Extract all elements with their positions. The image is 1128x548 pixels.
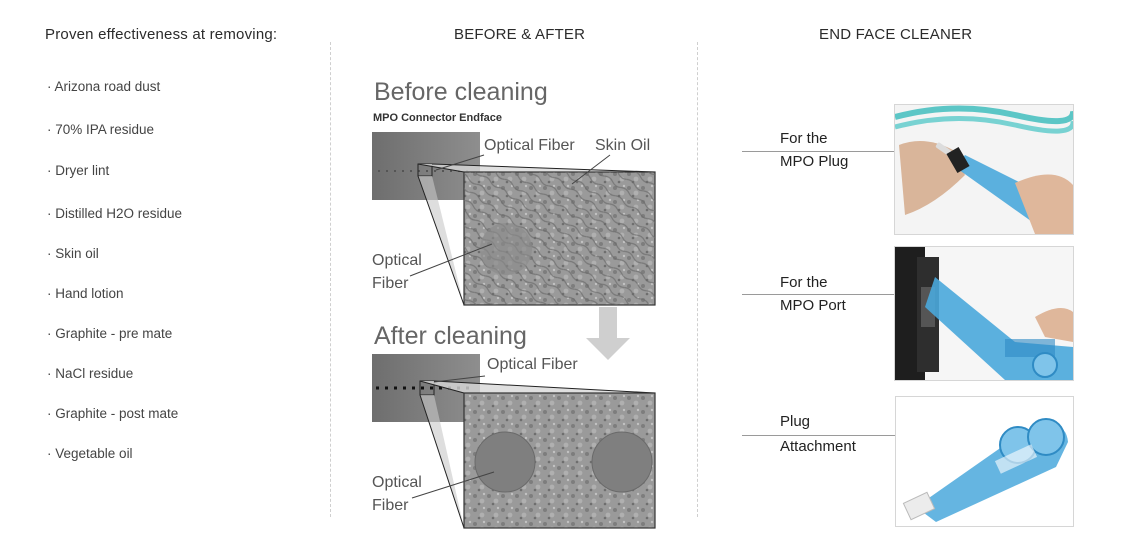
endface-comparison-figure: Before cleaning MPO Connector Endface Op…	[372, 78, 656, 529]
before-after-diagram: Before cleaning MPO Connector Endface Op…	[360, 72, 660, 532]
label-line-2: MPO Port	[780, 297, 846, 314]
list-item: · 70% IPA residue	[47, 122, 155, 137]
label-fiber: Fiber	[372, 497, 409, 514]
down-arrow-icon	[586, 307, 630, 360]
right-heading: END FACE CLEANER	[819, 26, 973, 43]
before-title: Before cleaning	[374, 78, 548, 106]
label-line-1: Plug	[780, 413, 811, 430]
optical-fiber-core	[480, 223, 532, 275]
plug-tip	[902, 491, 936, 521]
leader-line	[742, 294, 928, 295]
list-item: · Graphite - post mate	[47, 406, 179, 421]
plug-attachment-label: Plug Attachment	[780, 409, 856, 459]
list-item: · Vegetable oil	[47, 446, 133, 461]
label-fiber: Fiber	[372, 275, 409, 292]
mpo-plug-photo	[894, 104, 1074, 235]
list-item: · NaCl residue	[47, 366, 134, 381]
label-optical-fiber: Optical Fiber	[484, 137, 575, 154]
list-item: · Arizona road dust	[47, 79, 161, 94]
label-line-1: For the	[780, 130, 828, 147]
list-item: · Hand lotion	[47, 286, 124, 301]
finger	[1035, 308, 1073, 342]
column-divider	[697, 42, 698, 517]
hand	[899, 141, 965, 215]
optical-fiber-core	[474, 431, 536, 493]
fiber-cable	[895, 105, 1073, 125]
mpo-plug-label: For the MPO Plug	[780, 127, 848, 173]
before-subtitle: MPO Connector Endface	[373, 112, 502, 124]
label-optical: Optical	[372, 252, 422, 269]
list-item: · Graphite - pre mate	[47, 326, 173, 341]
list-item: · Distilled H2O residue	[47, 206, 183, 221]
left-heading: Proven effectiveness at removing:	[45, 26, 278, 43]
mpo-port-label: For the MPO Port	[780, 271, 846, 317]
middle-heading: BEFORE & AFTER	[454, 26, 586, 43]
label-line-2: Attachment	[780, 438, 856, 455]
label-skin-oil: Skin Oil	[595, 137, 650, 154]
column-divider	[330, 42, 331, 517]
leader-line	[742, 435, 922, 436]
label-optical: Optical	[372, 474, 422, 491]
label-optical-fiber: Optical Fiber	[487, 356, 578, 373]
mpo-port-photo	[894, 246, 1074, 381]
optical-fiber-core	[591, 431, 653, 493]
leader-line	[742, 151, 922, 152]
plug-attachment-photo	[895, 396, 1074, 527]
list-item: · Skin oil	[47, 246, 99, 261]
label-line-2: MPO Plug	[780, 153, 849, 170]
label-line-1: For the	[780, 274, 828, 291]
list-item: · Dryer lint	[47, 163, 110, 178]
after-title: After cleaning	[374, 322, 527, 350]
